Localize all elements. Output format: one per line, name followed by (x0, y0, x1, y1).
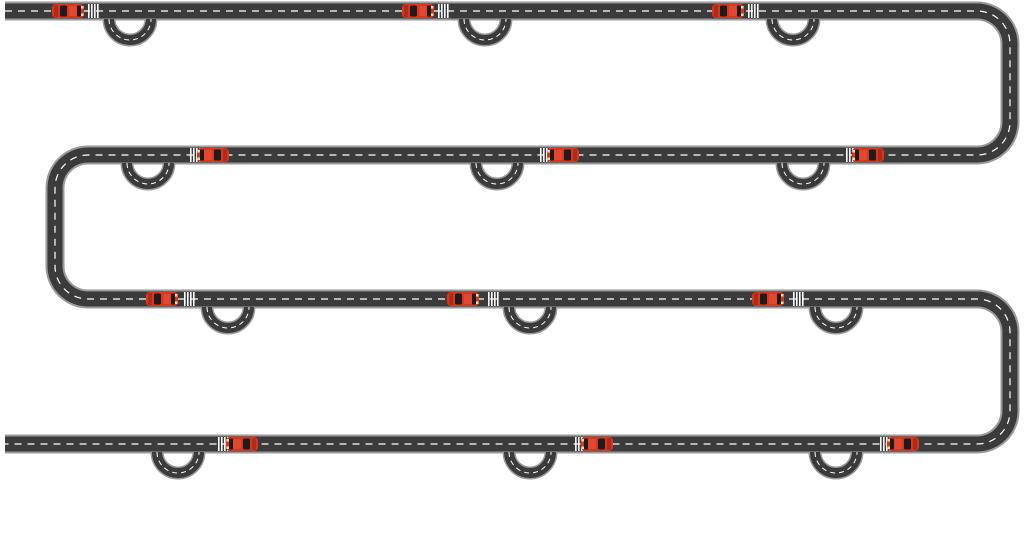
crosswalk-stripe (757, 4, 759, 18)
crosswalks (88, 4, 891, 451)
crosswalk (748, 4, 759, 18)
crosswalk-stripe (754, 4, 756, 18)
lay-by-marking (463, 18, 507, 41)
crosswalk (488, 292, 499, 306)
crosswalk-stripe (796, 292, 798, 306)
car (226, 437, 258, 451)
crosswalk (184, 292, 195, 306)
crosswalk-stripe (886, 437, 888, 451)
crosswalk-stripe (438, 4, 440, 18)
crosswalk (88, 4, 99, 18)
crosswalk-stripe (849, 148, 851, 162)
crosswalk-stripe (846, 148, 848, 162)
crosswalk-stripe (97, 4, 99, 18)
crosswalk-stripe (184, 292, 186, 306)
lay-by-marking (206, 306, 250, 329)
crosswalk-stripe (497, 292, 499, 306)
crosswalk (438, 4, 449, 18)
car (146, 292, 178, 306)
lay-by-marking (508, 306, 552, 329)
lay-by-marking (814, 306, 858, 329)
lay-by-marking (475, 162, 519, 185)
road-surface (5, 3, 1018, 452)
crosswalk-stripe (540, 148, 542, 162)
lane-marking (5, 10, 1011, 445)
cars (52, 4, 919, 451)
car (447, 292, 479, 306)
crosswalk-stripe (546, 148, 548, 162)
lay-by-marking (814, 451, 858, 474)
crosswalk-stripe (543, 148, 545, 162)
crosswalk-stripe (799, 292, 801, 306)
car (887, 437, 919, 451)
lay-bys (102, 18, 864, 480)
crosswalk-stripe (578, 437, 580, 451)
lay-by-marking (781, 162, 825, 185)
crosswalk-stripe (447, 4, 449, 18)
crosswalk-stripe (444, 4, 446, 18)
crosswalk-stripe (575, 437, 577, 451)
crosswalk (793, 292, 804, 306)
crosswalk-stripe (193, 148, 195, 162)
car (581, 437, 613, 451)
crosswalk-stripe (748, 4, 750, 18)
crosswalk-stripe (751, 4, 753, 18)
crosswalk-stripe (221, 437, 223, 451)
crosswalk-stripe (494, 292, 496, 306)
car (752, 292, 784, 306)
crosswalk-stripe (196, 148, 198, 162)
road-track (5, 1, 1020, 454)
lay-by-marking (508, 451, 552, 474)
crosswalk-stripe (883, 437, 885, 451)
crosswalk-stripe (193, 292, 195, 306)
crosswalk-stripe (190, 292, 192, 306)
car (712, 4, 744, 18)
crosswalk-stripe (94, 4, 96, 18)
crosswalk-stripe (880, 437, 882, 451)
crosswalk-stripe (190, 148, 192, 162)
crosswalk-stripe (88, 4, 90, 18)
lay-by-marking (108, 18, 152, 41)
car (547, 148, 579, 162)
crosswalk-stripe (488, 292, 490, 306)
crosswalk-stripe (802, 292, 804, 306)
car (197, 148, 229, 162)
crosswalk-stripe (187, 292, 189, 306)
crosswalk-stripe (218, 437, 220, 451)
crosswalk-stripe (224, 437, 226, 451)
car (852, 148, 884, 162)
crosswalk-stripe (441, 4, 443, 18)
crosswalk-stripe (491, 292, 493, 306)
car (52, 4, 84, 18)
road-edge (5, 1, 1020, 454)
lay-by-marking (771, 18, 815, 41)
car (402, 4, 434, 18)
crosswalk-stripe (91, 4, 93, 18)
crosswalk-stripe (793, 292, 795, 306)
lay-by-marking (126, 162, 170, 185)
lay-by-marking (156, 451, 200, 474)
